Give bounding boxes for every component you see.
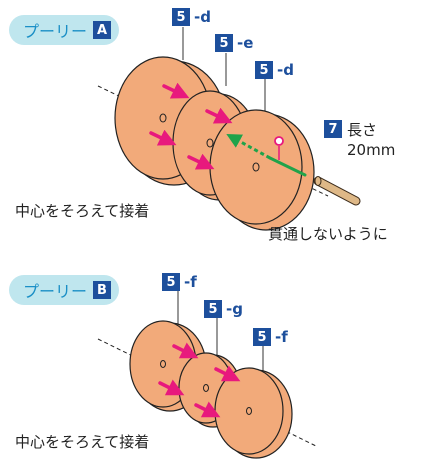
no-through-note: 貫通しないように bbox=[268, 225, 388, 243]
rod-part-label: 7 bbox=[324, 120, 342, 138]
part-suffix: -d bbox=[277, 61, 294, 79]
pulley-b-title: プーリー B bbox=[9, 275, 119, 305]
pulley-a-badge: A bbox=[93, 21, 112, 39]
insert-direction-arrow bbox=[268, 156, 307, 177]
part-suffix: -g bbox=[226, 300, 243, 318]
part-label-5d-right: 5 -d bbox=[255, 61, 294, 79]
part-number: 5 bbox=[204, 300, 222, 318]
pulley-a-diagram bbox=[97, 27, 361, 231]
part-number: 5 bbox=[162, 273, 180, 291]
rod-part-number: 7 bbox=[324, 120, 342, 138]
part-suffix: -e bbox=[237, 34, 254, 52]
pulley-a-title-text: プーリー bbox=[23, 22, 88, 41]
part-suffix: -f bbox=[184, 273, 197, 291]
align-note-b: 中心をそろえて接着 bbox=[15, 433, 150, 451]
part-number: 5 bbox=[255, 61, 273, 79]
rod-length-line1: 長さ bbox=[347, 121, 378, 139]
pulley-b-title-text: プーリー bbox=[23, 282, 88, 301]
pulley-disc bbox=[209, 109, 315, 231]
insert-direction-arrow bbox=[226, 133, 271, 160]
part-number: 5 bbox=[253, 328, 271, 346]
part-label-5f-left: 5 -f bbox=[162, 273, 197, 291]
part-label-5e: 5 -e bbox=[215, 34, 253, 52]
wooden-rod bbox=[313, 176, 361, 206]
part-suffix: -d bbox=[194, 8, 211, 26]
pulley-b-badge: B bbox=[93, 281, 112, 299]
rod-length-line2: 20mm bbox=[347, 141, 396, 159]
part-suffix: -f bbox=[275, 328, 288, 346]
part-number: 5 bbox=[172, 8, 190, 26]
pulley-disc bbox=[214, 367, 293, 459]
glue-arrow bbox=[158, 342, 241, 418]
glue-arrow bbox=[149, 82, 233, 170]
part-label-5f-right: 5 -f bbox=[253, 328, 288, 346]
part-number: 5 bbox=[215, 34, 233, 52]
part-label-5g: 5 -g bbox=[204, 300, 243, 318]
stop-marker bbox=[274, 136, 284, 146]
pulley-b-diagram bbox=[97, 291, 317, 459]
part-label-5d-left: 5 -d bbox=[172, 8, 211, 26]
pulley-a-title: プーリー A bbox=[9, 15, 119, 45]
align-note-a: 中心をそろえて接着 bbox=[15, 202, 150, 220]
